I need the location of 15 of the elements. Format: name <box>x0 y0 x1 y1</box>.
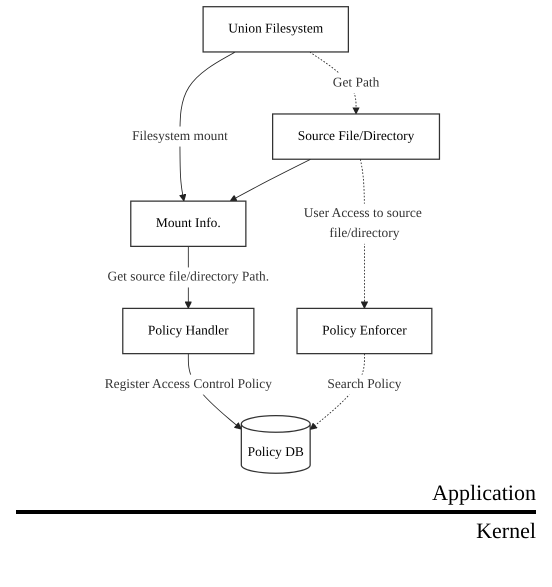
node-box <box>272 113 440 160</box>
layer-label: Application <box>432 480 536 506</box>
flowchart-diagram: Get Path Filesystem mount Get source file/directory Path. User Access to source file/directory Register Access Control Policy Search Policy Union Filesystem Source File/Directory Mount Info. Policy Handler Policy Enforcer Policy DB <box>98 0 454 480</box>
edge-label: Get source file/directory Path. <box>107 270 269 284</box>
edge-label: Register Access Control Policy <box>104 377 272 392</box>
node-box <box>202 6 349 53</box>
layer-label: Kernel <box>476 518 536 544</box>
node-box <box>122 308 254 354</box>
arrow <box>229 158 311 202</box>
edge-label: Filesystem mount <box>132 129 228 144</box>
edge-label: User Access to source file/directory <box>303 206 422 241</box>
edge-label: Search Policy <box>326 377 402 392</box>
edge-label: Get Path <box>332 75 379 90</box>
node-box <box>296 308 432 354</box>
node-box <box>130 200 246 248</box>
